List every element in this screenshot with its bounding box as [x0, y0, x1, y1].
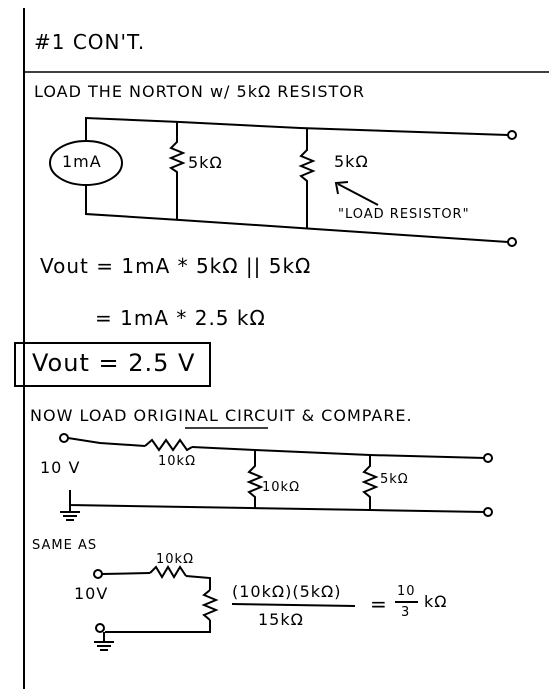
answer-unit: kΩ: [424, 592, 448, 611]
shunt-resistor-a-label: 10kΩ: [262, 480, 301, 495]
terminal: [93, 569, 103, 579]
terminal: [483, 453, 493, 463]
series-resistor-b-label: 10kΩ: [156, 552, 195, 567]
equals-sign: =: [370, 592, 388, 616]
heading: #1 CON'T.: [34, 30, 146, 54]
result-box: [14, 342, 211, 387]
series-resistor-label: 10kΩ: [158, 454, 197, 469]
answer-denominator: 3: [401, 605, 411, 620]
resistor-shunt-a: [246, 450, 264, 508]
equivalent-circuit: [93, 565, 418, 651]
terminal: [95, 623, 105, 633]
original-circuit: [59, 433, 493, 521]
terminal: [59, 433, 69, 443]
terminal: [507, 130, 517, 140]
shunt-resistor-b-label: 5kΩ: [380, 472, 409, 487]
instruction-line-1: LOAD THE NORTON w/ 5kΩ RESISTOR: [34, 82, 366, 101]
voltage-source-b-label: 10V: [74, 584, 109, 603]
fraction-numerator: (10kΩ)(5kΩ): [232, 582, 342, 601]
arrow-line: [337, 183, 379, 206]
resistor-series: [144, 438, 193, 452]
resistor-shunt-b: [361, 455, 379, 510]
terminal: [507, 237, 517, 247]
equation-1: Vout = 1mA * 5kΩ || 5kΩ: [40, 254, 312, 278]
voltage-source-label: 10 V: [40, 458, 81, 477]
result: Vout = 2.5 V: [32, 349, 196, 377]
resistor-right: [298, 128, 316, 228]
resistor-left-label: 5kΩ: [188, 153, 223, 172]
current-source: [49, 140, 123, 186]
resistor-series-b: [149, 565, 187, 579]
same-as-label: SAME AS: [32, 538, 98, 553]
answer-numerator: 10: [397, 584, 416, 599]
fraction-bar: [231, 603, 356, 607]
arrow-head: [334, 181, 349, 195]
norton-circuit: [49, 116, 517, 247]
source-label: 1mA: [62, 152, 102, 171]
instruction-line-2: NOW LOAD ORIGINAL CIRCUIT & COMPARE.: [30, 406, 413, 425]
resistor-right-label: 5kΩ: [334, 152, 369, 171]
equation-2: = 1mA * 2.5 kΩ: [95, 306, 266, 330]
resistor-shunt-c: [201, 589, 219, 621]
load-resistor-note: "LOAD RESISTOR": [338, 207, 470, 222]
terminal: [483, 507, 493, 517]
resistor-left: [168, 122, 186, 220]
fraction-denominator: 15kΩ: [258, 610, 304, 629]
